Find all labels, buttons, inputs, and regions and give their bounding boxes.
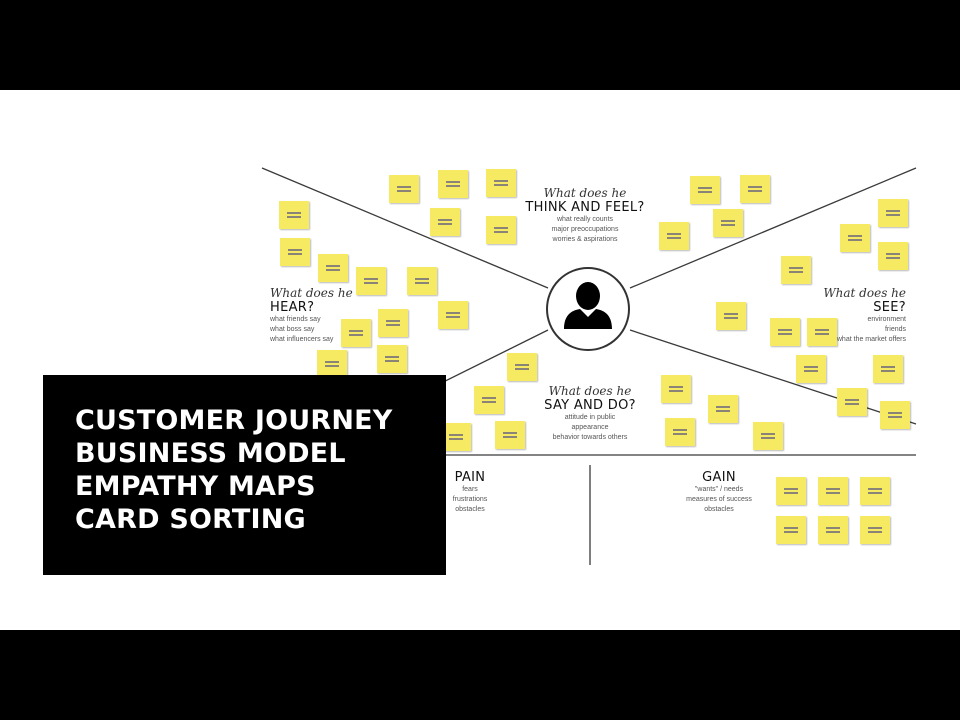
heading: THINK AND FEEL?	[525, 200, 645, 215]
person-silhouette-icon	[546, 267, 630, 351]
sticky-note	[796, 355, 826, 383]
sticky-note	[507, 353, 537, 381]
sticky-note	[770, 318, 800, 346]
heading: SEE?	[873, 300, 906, 315]
detail: what boss say	[270, 326, 315, 333]
sticky-note	[317, 350, 347, 378]
slide: What does he THINK AND FEEL? what really…	[0, 90, 960, 630]
sticky-note	[781, 256, 811, 284]
topic-empathy-maps: EMPATHY MAPS	[75, 471, 316, 502]
detail: obstacles	[455, 506, 485, 513]
sticky-note	[860, 477, 890, 505]
sticky-note	[495, 421, 525, 449]
sticky-note	[840, 224, 870, 252]
sticky-note	[356, 267, 386, 295]
sticky-note	[807, 318, 837, 346]
sticky-note	[860, 516, 890, 544]
sticky-note	[716, 302, 746, 330]
sticky-note	[665, 418, 695, 446]
heading: GAIN	[702, 470, 736, 485]
topic-business-model: BUSINESS MODEL	[75, 438, 346, 469]
sticky-note	[690, 176, 720, 204]
sticky-note	[661, 375, 691, 403]
sticky-note	[776, 477, 806, 505]
detail: measures of success	[686, 496, 752, 503]
label-pain: PAIN fears frustrations obstacles	[435, 470, 505, 515]
detail: obstacles	[704, 506, 734, 513]
detail: fears	[462, 486, 478, 493]
sticky-note	[486, 216, 516, 244]
label-say-do: What does he SAY AND DO? attitude in pub…	[520, 385, 660, 443]
label-see: What does he SEE? environment friends wh…	[800, 287, 906, 345]
sticky-note	[486, 169, 516, 197]
sticky-note	[407, 267, 437, 295]
sticky-note	[438, 301, 468, 329]
question: What does he	[270, 286, 353, 300]
detail: worries & aspirations	[552, 236, 618, 243]
detail: what really counts	[556, 216, 614, 223]
detail: "wants" / needs	[694, 486, 744, 493]
detail: environment	[867, 316, 906, 323]
detail: what friends say	[270, 316, 321, 323]
topic-card-sorting: CARD SORTING	[75, 504, 306, 535]
sticky-note	[378, 309, 408, 337]
sticky-note	[430, 208, 460, 236]
question: What does he	[823, 286, 906, 300]
heading: SAY AND DO?	[544, 398, 636, 413]
line-top-left	[261, 167, 549, 289]
detail: what the market offers	[836, 336, 906, 343]
sticky-note	[377, 345, 407, 373]
sticky-note	[279, 201, 309, 229]
sticky-note	[659, 222, 689, 250]
sticky-note	[740, 175, 770, 203]
detail: friends	[884, 326, 906, 333]
sticky-note	[753, 422, 783, 450]
detail: major preoccupations	[551, 226, 619, 233]
sticky-note	[713, 209, 743, 237]
sticky-note	[776, 516, 806, 544]
sticky-note	[318, 254, 348, 282]
sticky-note	[280, 238, 310, 266]
sticky-note	[880, 401, 910, 429]
sticky-note	[438, 170, 468, 198]
heading: HEAR?	[270, 300, 315, 315]
sticky-note	[474, 386, 504, 414]
sticky-note	[873, 355, 903, 383]
sticky-note	[708, 395, 738, 423]
label-gain: GAIN "wants" / needs measures of success…	[674, 470, 764, 515]
sticky-note	[818, 477, 848, 505]
sticky-note	[878, 242, 908, 270]
label-hear: What does he HEAR? what friends say what…	[270, 287, 380, 345]
detail: attitude in public	[564, 414, 616, 421]
detail: frustrations	[452, 496, 488, 503]
topics-box: CUSTOMER JOURNEY BUSINESS MODEL EMPATHY …	[43, 375, 446, 575]
heading: PAIN	[454, 470, 486, 485]
question: What does he	[548, 384, 632, 398]
detail: what influencers say	[270, 336, 334, 343]
sticky-note	[441, 423, 471, 451]
sticky-note	[341, 319, 371, 347]
detail: appearance	[571, 424, 609, 431]
sticky-note	[878, 199, 908, 227]
line-top-right	[629, 167, 917, 289]
sticky-note	[818, 516, 848, 544]
line-bottom-right	[629, 329, 917, 425]
sticky-note	[389, 175, 419, 203]
detail: behavior towards others	[552, 434, 628, 441]
question: What does he	[543, 186, 627, 200]
topic-customer-journey: CUSTOMER JOURNEY	[75, 405, 393, 436]
label-think-feel: What does he THINK AND FEEL? what really…	[495, 187, 675, 245]
sticky-note	[837, 388, 867, 416]
